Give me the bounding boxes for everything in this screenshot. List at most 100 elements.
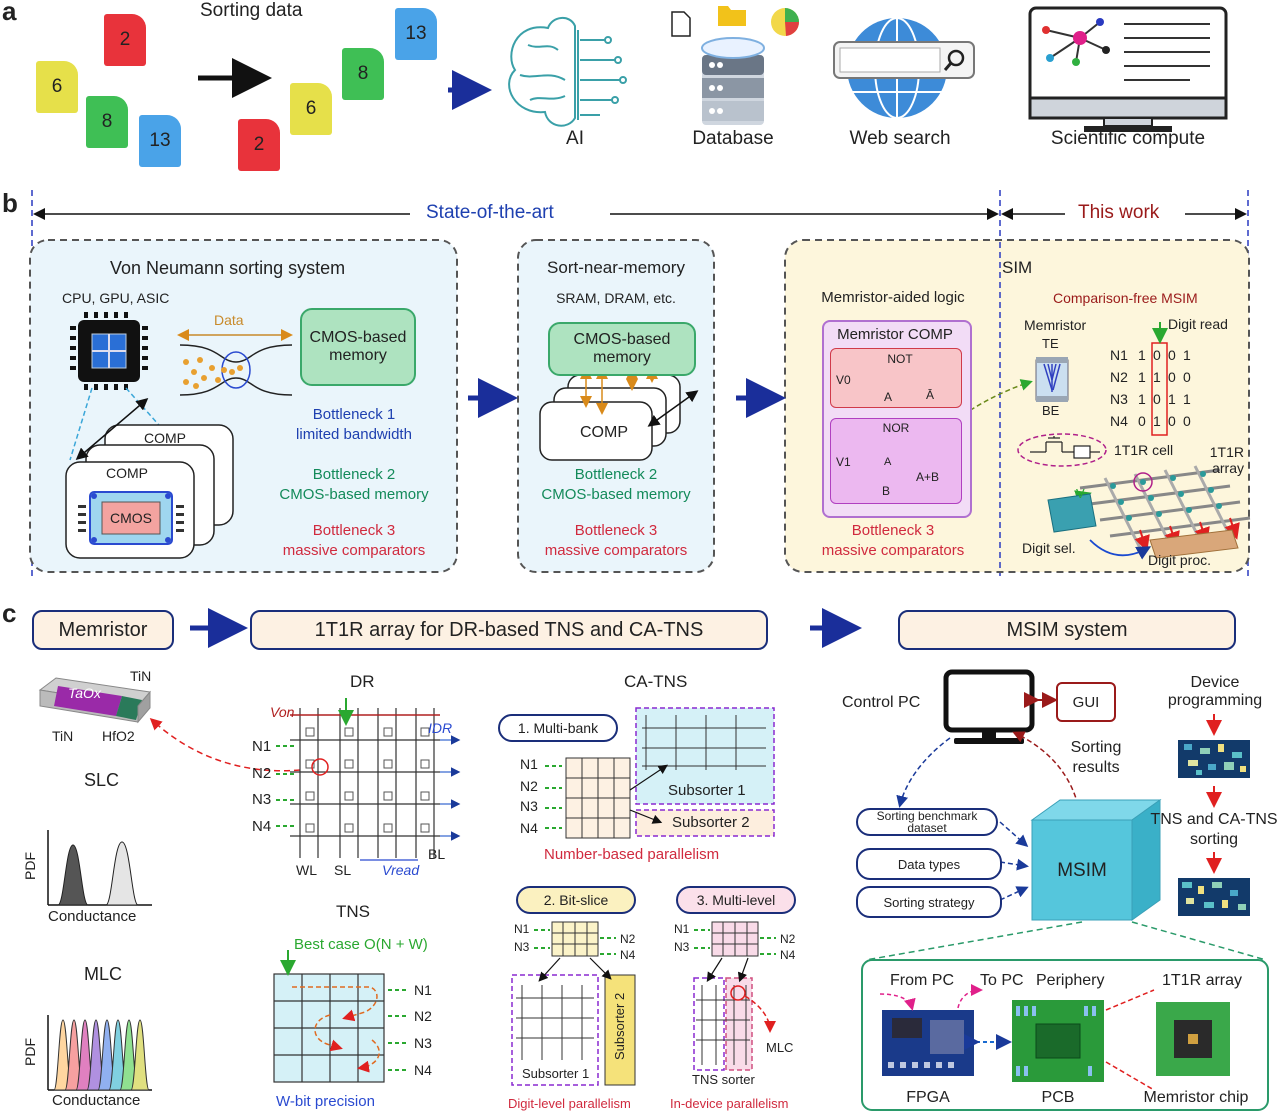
taox-label: TaOx [68,685,101,701]
processor-types: CPU, GPU, ASIC [62,290,170,306]
unsorted-card: 13 [139,115,181,167]
digit-parallelism-label: Digit-level parallelism [508,1096,631,1111]
control-pc-label: Control PC [842,694,921,711]
bottleneck2-title: Bottleneck 2 [312,466,396,483]
app-label-web-search: Web search [849,128,951,149]
near-cmos-memory-box: CMOS-based memory [548,322,696,376]
tns-row-n3: N3 [414,1035,432,1051]
panel-letter-b: b [2,188,18,218]
fpga-board-icon [882,1010,974,1076]
mb-row-n3: N3 [520,798,538,814]
best-case-label: Best case O(N + W) [294,936,428,953]
pcb-label: PCB [1041,1089,1075,1106]
not-input-a: A [884,390,893,404]
bottleneck3-desc: massive comparators [282,542,426,559]
v-label: V [1076,486,1085,501]
not-output-abar: Ā [926,388,935,402]
nor-gate-box [830,418,962,504]
tns-sorter-label: TNS sorter [692,1072,755,1087]
sl-label: SL [334,862,352,878]
unsorted-card: 8 [86,96,128,148]
subsorter1-label: Subsorter 1 [668,782,746,799]
mb-row-n4: N4 [520,820,538,836]
panel-letter-c: c [2,598,17,628]
unsorted-card: 2 [104,14,146,66]
nor-input-b: B [882,484,891,498]
sorting-data-label: Sorting data [200,0,303,21]
comp-label-back: COMP [144,430,186,446]
from-pc-label: From PC [890,972,954,989]
digit-read-label: Digit read [1168,316,1228,332]
control-pc-icon [943,669,1035,744]
tns-row-n2: N2 [414,1008,432,1024]
device-programming-label-1: Device [1190,674,1240,691]
bottleneck1-title: Bottleneck 1 [312,406,396,423]
strategy-box: Sorting strategy [856,886,1002,918]
near-memory-types: SRAM, DRAM, etc. [556,290,676,306]
bitslice-label: 2. Bit-slice [516,886,636,914]
tns-sorting-label-1: TNS and CA-TNS [1150,811,1278,828]
to-pc-label: To PC [980,972,1024,989]
memristor-header: Memristor [32,610,174,650]
cmos-chip-label: CMOS [110,510,152,526]
dr-row-n2: N2 [252,765,272,782]
multilevel-label: 3. Multi-level [676,886,796,914]
te-label: TE [1042,336,1059,351]
bs-subsorter2-label: Subsorter 2 [612,992,627,1060]
cmos-memory-label: CMOS-based memory [309,329,407,364]
near-bottleneck2-desc: CMOS-based memory [541,486,691,503]
scientific-compute-icon [1028,6,1228,132]
bs-row-n2: N2 [620,932,636,946]
tns-title: TNS [336,902,370,921]
dr-title: DR [350,672,375,691]
bs-subsorter1-label: Subsorter 1 [522,1066,590,1081]
ai-brain-icon [508,17,627,127]
data-types-box: Data types [856,848,1002,880]
crossbar-array-icon [1069,465,1251,552]
hfo2-label: HfO2 [102,728,135,744]
comp-label-front: COMP [106,465,148,481]
dr-row-n1: N1 [252,738,272,755]
dr-row-n4: N4 [252,818,272,835]
near-bottleneck3-desc: massive comparators [544,542,688,559]
pcb-board-icon [1012,1000,1104,1082]
gui-box: GUI [1056,682,1116,722]
digit-sel-label: Digit sel. [1022,540,1076,556]
near-bottleneck2-title: Bottleneck 2 [574,466,658,483]
results-label: results [1072,759,1120,776]
sorted-card: 2 [238,119,280,171]
bottleneck2-desc: CMOS-based memory [279,486,429,503]
tns-row-n4: N4 [414,1062,432,1078]
subsorter2-label: Subsorter 2 [672,814,750,831]
sorted-heatmap [1178,878,1250,916]
wl-label: WL [296,862,317,878]
memristor-label: Memristor [1024,317,1087,333]
tin-bottom-label: TiN [52,728,74,744]
periphery-label: Periphery [1036,972,1105,989]
mlc-pdf-axis-label: PDF [22,1038,38,1066]
msim-cube-icon [1030,799,1162,921]
v1-label: V1 [836,455,851,469]
dr-row-n3: N3 [252,791,272,808]
slc-pdf-axis-label: PDF [22,852,38,880]
1t1r-cell-label: 1T1R cell [1114,442,1174,458]
array-hw-label: 1T1R array [1162,972,1243,989]
slc-conductance-axis-label: Conductance [48,908,137,925]
near-cmos-memory-label: CMOS-based memory [573,331,671,366]
be-label: BE [1042,403,1060,418]
slc-label: SLC [84,770,120,790]
bottleneck3-title: Bottleneck 3 [312,522,396,539]
device-programming-label-2: programming [1167,692,1263,709]
data-label: Data [214,312,244,328]
mlc-conductance-axis-label: Conductance [52,1092,141,1109]
nor-input-a: A [884,456,892,468]
ml-row-n1: N1 [674,922,690,936]
app-label-ai: AI [566,128,584,149]
app-label-database: Database [692,128,774,149]
sorted-card: 6 [290,83,332,135]
